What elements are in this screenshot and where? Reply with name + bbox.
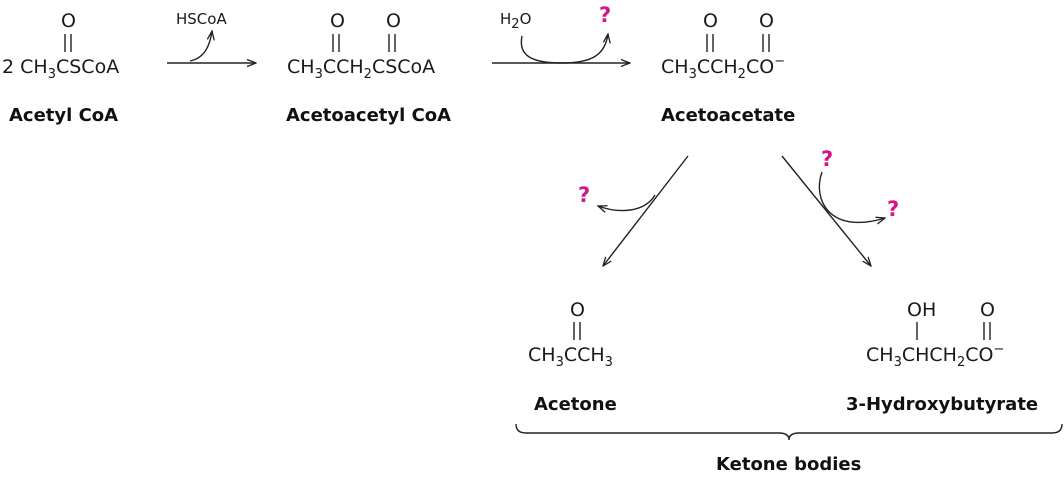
water-input-curved-arrow bbox=[520, 34, 608, 64]
decarboxylation-release-arrow bbox=[598, 194, 656, 211]
carbonyl-oxygen-label: O bbox=[61, 10, 76, 32]
unknown-cofactor-marker: ? bbox=[821, 147, 833, 171]
unknown-product-marker: ? bbox=[578, 183, 590, 207]
acetone-formula: CH3CCH3 bbox=[528, 344, 613, 370]
reaction-arrow-thiolase: HSCoA bbox=[167, 10, 256, 63]
unknown-product-marker: ? bbox=[599, 3, 611, 27]
water-reactant-label: H2O bbox=[500, 10, 531, 32]
acetone-name: Acetone bbox=[534, 394, 617, 415]
unknown-product-marker: ? bbox=[887, 197, 899, 221]
reduction-arrow: ? ? bbox=[781, 147, 899, 266]
acetyl-coa-structure: O 2 CH3CSCoA bbox=[2, 10, 119, 82]
carbonyl-oxygen-label: O bbox=[570, 299, 585, 321]
acetoacetyl-coa-name: Acetoacetyl CoA bbox=[286, 105, 451, 126]
hydroxyl-group-label: OH bbox=[907, 299, 936, 321]
acetone-structure: O CH3CCH3 bbox=[528, 299, 613, 370]
reaction-arrow-hydrolysis: H2O ? bbox=[492, 3, 630, 63]
ketone-bodies-brace bbox=[515, 423, 1063, 441]
acetoacetate-structure: O O CH3CCH2CO− bbox=[661, 10, 785, 82]
acetoacetyl-coa-structure: O O CH3CCH2CSCoA bbox=[287, 10, 435, 82]
hydroxybutyrate-formula: CH3CHCH2CO− bbox=[866, 342, 1004, 370]
hscoa-byproduct-label: HSCoA bbox=[176, 10, 227, 28]
hscoa-release-arrow bbox=[189, 31, 212, 62]
acetoacetate-name: Acetoacetate bbox=[661, 105, 795, 126]
acetoacetyl-coa-formula: CH3CCH2CSCoA bbox=[287, 56, 435, 82]
ketone-bodies-label: Ketone bodies bbox=[716, 454, 861, 475]
acetyl-coa-name: Acetyl CoA bbox=[9, 105, 118, 126]
carbonyl-oxygen-label: O bbox=[330, 10, 345, 32]
carbonyl-oxygen-label: O bbox=[759, 10, 774, 32]
acetoacetate-formula: CH3CCH2CO− bbox=[661, 54, 785, 82]
reduction-cofactor-arrow bbox=[818, 171, 885, 222]
carbonyl-oxygen-label: O bbox=[386, 10, 401, 32]
decarboxylation-arrow: ? bbox=[578, 155, 689, 266]
hydroxybutyrate-name: 3-Hydroxybutyrate bbox=[846, 394, 1038, 415]
carbonyl-oxygen-label: O bbox=[980, 299, 995, 321]
hydroxybutyrate-structure: OH O CH3CHCH2CO− bbox=[866, 299, 1004, 370]
carbonyl-oxygen-label: O bbox=[703, 10, 718, 32]
acetyl-coa-formula: 2 CH3CSCoA bbox=[2, 56, 119, 82]
